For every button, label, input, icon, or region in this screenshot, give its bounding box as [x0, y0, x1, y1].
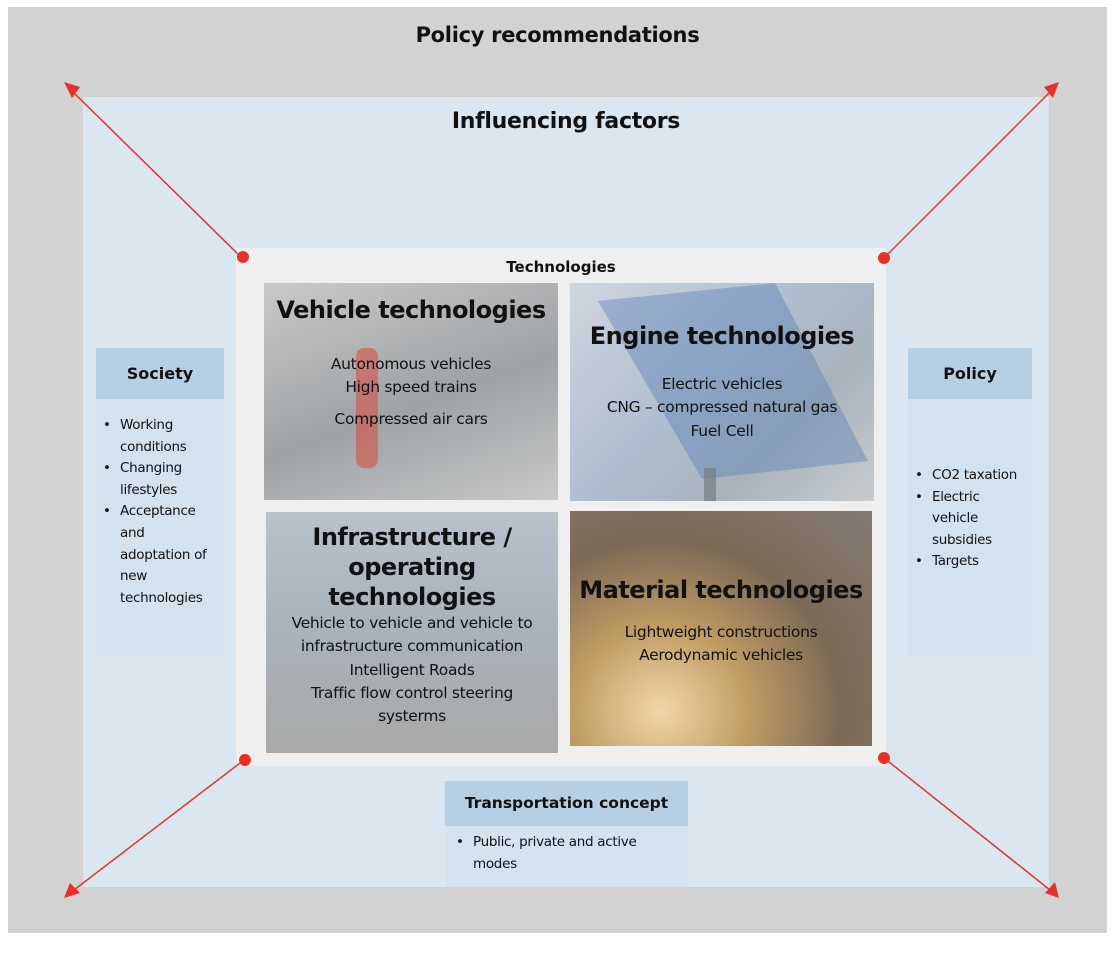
engine-technologies-heading: Engine technologies — [589, 322, 855, 350]
tile-item: CNG – compressed natural gas — [606, 398, 838, 417]
tile-item: Intelligent Roads — [349, 660, 475, 679]
material-technologies-tile: Material technologies Lightweight constr… — [570, 511, 872, 746]
transportation-concept-title: Transportation concept — [445, 781, 688, 826]
infrastructure-technologies-tile: Infrastructure / operating technologies … — [266, 512, 558, 753]
list-item: CO2 taxation — [915, 465, 1028, 487]
tile-item: Electric vehicles — [661, 375, 783, 393]
tile-item: High speed trains — [345, 378, 477, 397]
train-image — [264, 283, 558, 500]
tile-item: Aerodynamic vehicles — [639, 646, 803, 665]
tile-item: Lightweight constructions — [624, 623, 818, 641]
tile-item: infrastructure communication — [300, 637, 524, 656]
policy-title: Policy — [908, 348, 1032, 399]
tile-item: Compressed air cars — [334, 409, 488, 428]
tile-item: Vehicle to vehicle and vehicle to — [291, 614, 533, 632]
solar-panel-icon — [598, 283, 868, 501]
list-item: Targets — [915, 551, 1028, 573]
solar-panel-image — [570, 283, 874, 501]
transportation-concept-box: Transportation concept Public, private a… — [445, 781, 688, 887]
vehicle-technologies-tile: Vehicle technologies Autonomous vehicles… — [264, 283, 558, 500]
policy-box: Policy CO2 taxation Electricvehiclesubsi… — [908, 348, 1032, 656]
society-title: Society — [96, 348, 224, 399]
light-trails-image — [570, 511, 872, 746]
station-image — [266, 512, 558, 753]
technologies-title: Technologies — [506, 258, 616, 276]
infrastructure-heading-line1: Infrastructure / operating — [312, 523, 512, 581]
infrastructure-heading-line2: technologies — [328, 583, 496, 611]
material-technologies-heading: Material technologies — [579, 576, 863, 604]
vehicle-technologies-heading: Vehicle technologies — [276, 296, 546, 324]
engine-technologies-tile: Engine technologies Electric vehicles CN… — [570, 283, 874, 501]
tile-item: Traffic flow control steering — [310, 683, 514, 702]
influencing-factors-title: Influencing factors — [451, 109, 681, 134]
tile-item: Autonomous vehicles — [330, 355, 492, 373]
tile-item: systerms — [378, 707, 446, 725]
policy-recommendations-title: Policy recommendations — [415, 23, 700, 47]
tile-item: Fuel Cell — [690, 421, 754, 440]
